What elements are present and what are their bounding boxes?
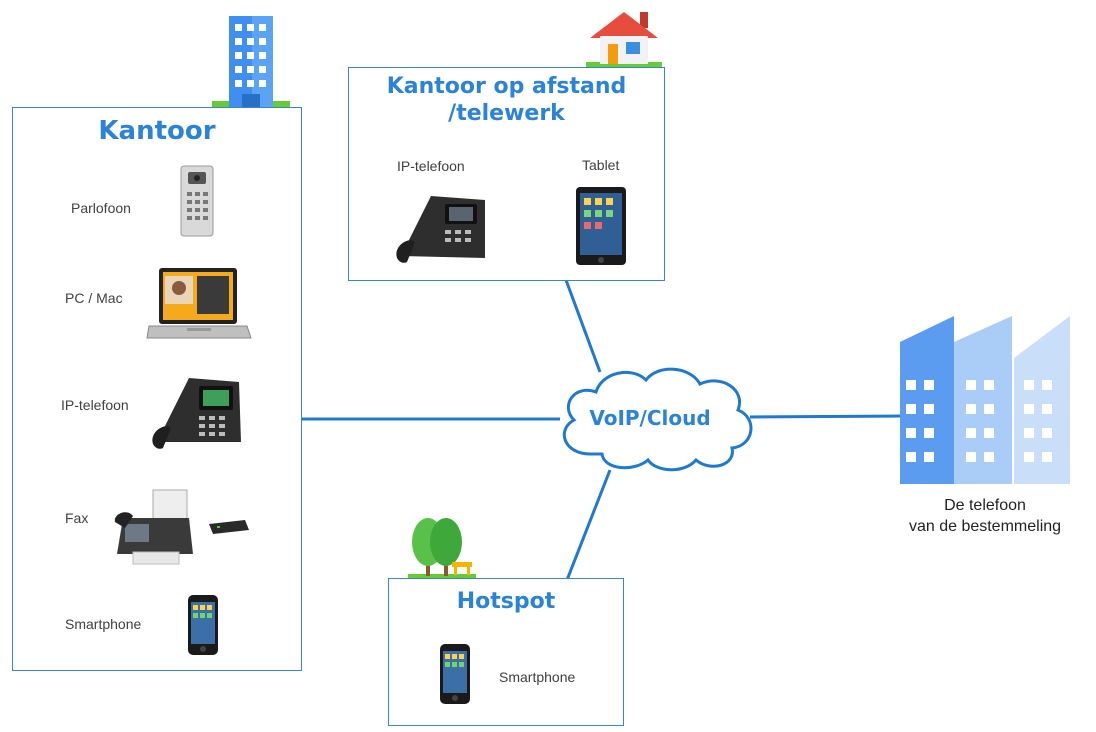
office-box: Kantoor Parlofoon PC / Mac IP-telefoon <box>12 107 302 671</box>
remote-title-line2: /telewerk <box>448 101 565 126</box>
remote-title-line1: Kantoor op afstand <box>386 74 627 99</box>
hotspot-smartphone-icon <box>440 644 470 704</box>
tablet-icon <box>576 187 626 265</box>
cloud-label: VoIP/Cloud <box>589 406 711 430</box>
fax-icon <box>114 489 193 565</box>
hotspot-title: Hotspot <box>456 589 556 614</box>
link-cloud-destination <box>749 414 901 419</box>
link-remote-cloud <box>564 279 602 373</box>
destination-buildings-icon <box>900 316 1070 484</box>
smartphone-icon <box>188 595 218 655</box>
trees-icon <box>408 518 476 580</box>
hotspot-box: Hotspot Smartphone <box>388 578 624 726</box>
ip-phone-icon <box>152 378 241 449</box>
office-building-icon <box>212 16 290 108</box>
cloud-icon <box>562 367 753 472</box>
destination-line1: De telefoon <box>944 497 1026 514</box>
intercom-icon <box>180 165 214 237</box>
remote-ip-phone-label: IP-telefoon <box>397 158 465 174</box>
remote-box: Kantoor op afstand /telewerk IP-telefoon… <box>348 67 665 281</box>
remote-ip-phone-icon <box>396 196 485 263</box>
destination-label: De telefoon van de bestemmeling <box>876 495 1094 537</box>
hotspot-smartphone-label: Smartphone <box>499 669 576 685</box>
laptop-icon <box>146 268 252 339</box>
link-hotspot-cloud <box>565 469 612 581</box>
fax-adapter-icon <box>209 520 249 534</box>
house-icon <box>586 12 662 68</box>
intercom-label: Parlofoon <box>71 200 131 216</box>
office-ip-phone-label: IP-telefoon <box>61 397 129 413</box>
pc-label: PC / Mac <box>65 290 123 306</box>
tablet-label: Tablet <box>582 157 620 173</box>
fax-label: Fax <box>65 510 89 526</box>
office-title: Kantoor <box>98 116 216 146</box>
destination-line2: van de bestemmeling <box>908 518 1062 535</box>
office-smartphone-label: Smartphone <box>65 616 142 632</box>
